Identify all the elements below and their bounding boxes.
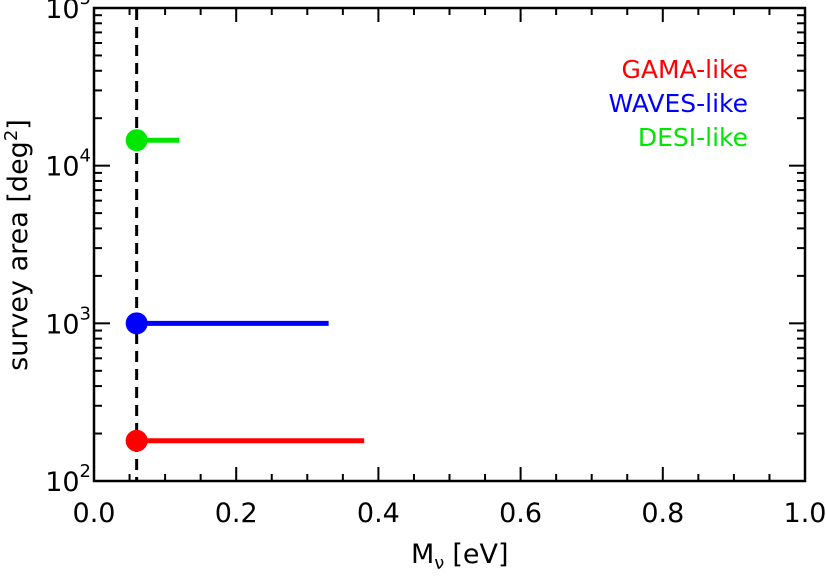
- x-tick-label: 0.6: [499, 498, 542, 529]
- legend-entry: DESI-like: [638, 123, 748, 152]
- x-tick-label: 0.4: [357, 498, 400, 529]
- y-tick-label: 104: [45, 146, 91, 183]
- series-point: [125, 429, 148, 452]
- y-tick-label: 105: [45, 0, 91, 25]
- y-axis-title: survey area [deg2]: [1, 119, 34, 371]
- y-axis-ticks: 102 103 104 105: [45, 0, 805, 498]
- x-tick-label: 0.8: [641, 498, 684, 529]
- x-tick-label: 0.2: [215, 498, 258, 529]
- legend-entry: GAMA-like: [622, 55, 748, 84]
- chart-marks: [125, 9, 365, 480]
- x-tick-label: 0.0: [73, 498, 116, 529]
- x-axis-ticks: 0.0 0.2 0.4 0.6 0.8 1.0: [73, 8, 826, 529]
- x-axis-title: Mν[eV]: [411, 539, 509, 574]
- series-point: [125, 312, 148, 335]
- x-tick-label: 1.0: [784, 498, 826, 529]
- legend-entry: WAVES-like: [608, 89, 748, 118]
- series-point: [125, 129, 148, 152]
- y-tick-label: 102: [45, 461, 91, 498]
- y-tick-label: 103: [45, 303, 91, 340]
